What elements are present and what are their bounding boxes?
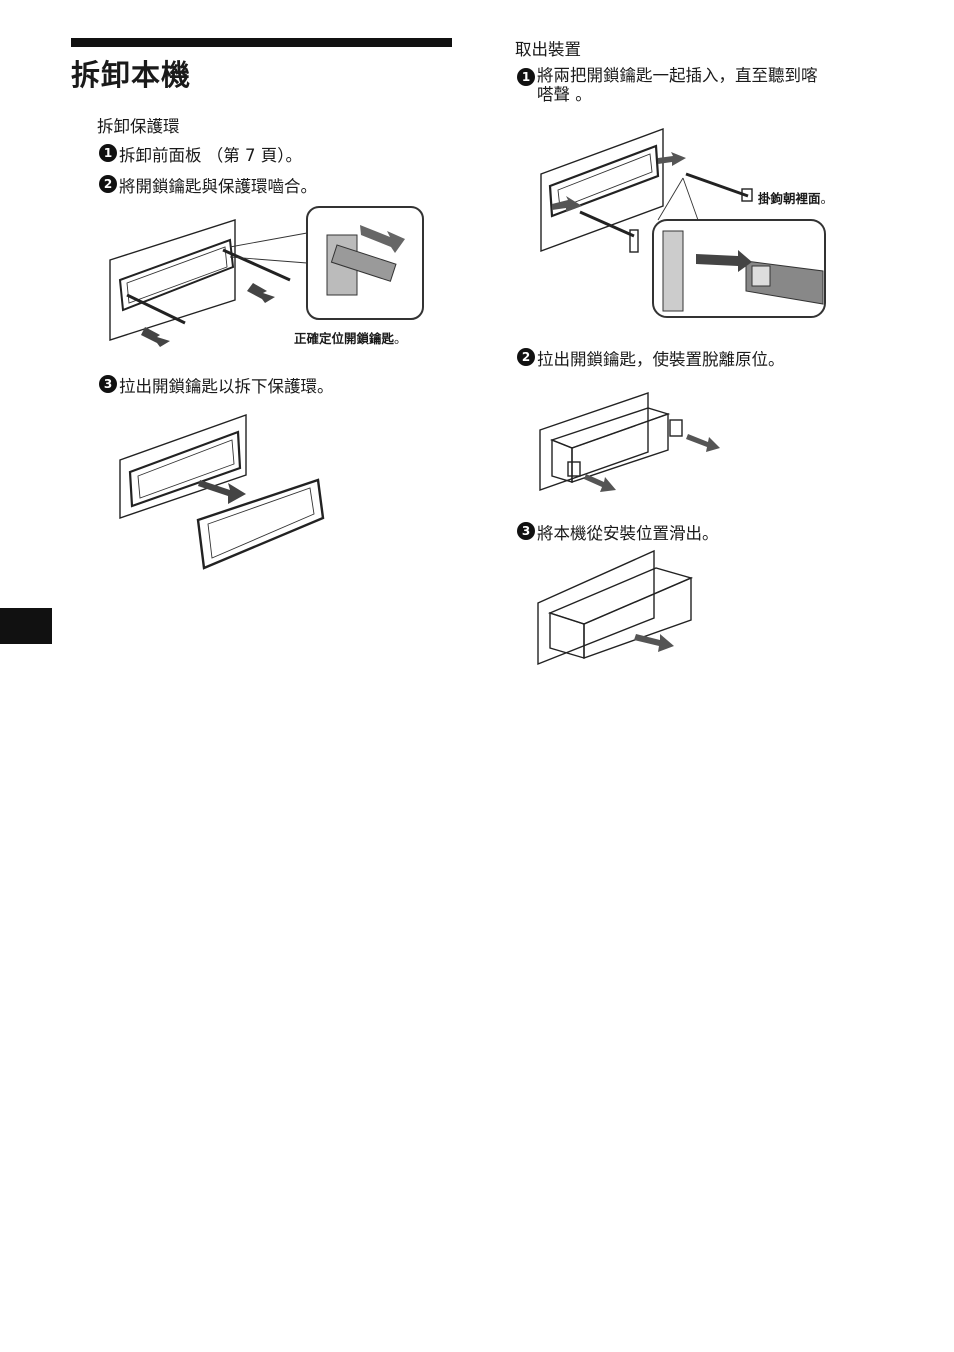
subheading-remove-unit: 取出裝置 [515, 40, 581, 59]
right-step-1: 1 將兩把開鎖鑰匙一起插入，直至聽到喀 嗒聲 。 [517, 66, 818, 104]
illustration-remove-ring [119, 414, 325, 570]
step-text-line1: 將兩把開鎖鑰匙一起插入，直至聽到喀 [537, 66, 818, 85]
page-edge-tab [0, 608, 52, 644]
illustration-insert-keys [540, 127, 826, 318]
step-number-badge: 3 [99, 375, 117, 393]
step-number-badge: 1 [517, 68, 535, 86]
step-number-badge: 2 [99, 175, 117, 193]
step-text: 拉出開鎖鑰匙以拆下保護環。 [119, 377, 334, 396]
fig3-caption: 掛鉤朝裡面。 [758, 188, 834, 207]
step-text: 拆卸前面板 （第 7 頁）。 [119, 146, 302, 165]
step-text: 拉出開鎖鑰匙，使裝置脫離原位。 [537, 350, 785, 369]
fig1-caption: 正確定位開鎖鑰匙。 [294, 328, 407, 347]
title-rule [71, 38, 452, 47]
illustration-key-engage-ring [109, 206, 424, 347]
illustration-release-unit [539, 392, 720, 492]
left-step-3: 3 拉出開鎖鑰匙以拆下保護環。 [99, 373, 334, 397]
illustration-slide-unit-out [537, 549, 694, 666]
left-step-1: 1 拆卸前面板 （第 7 頁）。 [99, 142, 302, 166]
step-number-badge: 1 [99, 144, 117, 162]
left-step-2: 2 將開鎖鑰匙與保護環嚙合。 [99, 173, 317, 197]
right-step-3: 3 將本機從安裝位置滑出。 [517, 520, 719, 544]
step-text: 將開鎖鑰匙與保護環嚙合。 [119, 177, 317, 196]
page-title: 拆卸本機 [71, 58, 192, 92]
subheading-remove-ring: 拆卸保護環 [97, 117, 180, 136]
step-text: 將本機從安裝位置滑出。 [537, 524, 719, 543]
caption-hook-inward: 掛鉤朝裡面 [758, 191, 821, 206]
step-number-badge: 2 [517, 348, 535, 366]
step-text-line2: 嗒聲 。 [537, 85, 592, 104]
caption-suffix: 。 [394, 332, 408, 347]
caption-suffix: 。 [820, 192, 834, 207]
right-step-2: 2 拉出開鎖鑰匙，使裝置脫離原位。 [517, 346, 785, 370]
step-number-badge: 3 [517, 522, 535, 540]
caption-position-key: 正確定位開鎖鑰匙 [294, 331, 395, 346]
